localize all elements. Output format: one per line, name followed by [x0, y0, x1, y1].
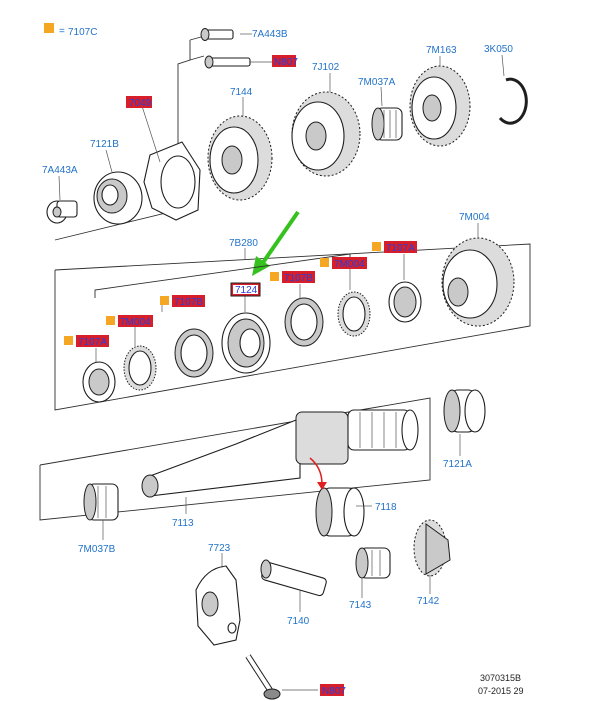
bolt-n807-upper [204, 55, 251, 69]
footer-date: 07-2015 29 [478, 686, 524, 696]
legend-marker-7107b-left [160, 296, 169, 305]
legend-marker-7m004-middle [320, 258, 329, 267]
gear-7j102 [291, 91, 361, 177]
label-7113: 7113 [172, 518, 194, 529]
legend-marker-7107a-left [64, 336, 73, 345]
needle-bearing-7m037a [371, 107, 403, 141]
label-7142: 7142 [417, 596, 440, 607]
legend-square [44, 23, 54, 33]
gear-7142 [413, 519, 451, 577]
red-arrow-head [317, 482, 327, 490]
label-7a443b: 7A443B [252, 29, 288, 40]
label-7m004-large: 7M004 [459, 212, 490, 223]
label-7124: 7124 [235, 285, 258, 296]
synchro-ring-7m004-left [123, 345, 157, 391]
highlight-7m004-middle [332, 257, 367, 269]
label-7m004-middle: 7M004 [334, 259, 365, 270]
label-7m163: 7M163 [426, 45, 457, 56]
bearing-7118 [315, 487, 365, 537]
synchronizer-hub-7124 [221, 312, 271, 374]
bolt-n807-lower [245, 654, 281, 700]
label-7143: 7143 [349, 600, 372, 611]
cone-7107b-left [174, 328, 214, 378]
label-7a443a: 7A443A [42, 165, 78, 176]
highlight-7107a-left [76, 335, 109, 347]
legend-marker-7107a-right [372, 242, 381, 251]
label-7049: 7049 [129, 98, 152, 109]
mainshaft-7113 [141, 409, 419, 498]
label-7107a-right: 7107A [386, 243, 415, 254]
label-7107a-left: 7107A [78, 337, 107, 348]
label-7121b: 7121B [90, 139, 119, 150]
label-7m004-left: 7M004 [120, 317, 151, 328]
middle-frame [54, 243, 531, 411]
leader-7049 [141, 105, 161, 163]
needle-bearing-7m037b [83, 483, 119, 521]
highlight-7107b-right [282, 271, 315, 283]
snap-ring-3k050 [498, 77, 528, 125]
leader-7m037a [380, 86, 383, 107]
label-7723: 7723 [208, 543, 231, 554]
retainer-plate-7049 [143, 141, 201, 221]
bolt-7a443b-upper [200, 28, 234, 41]
legend-label: 7107C [68, 27, 97, 38]
legend-marker-7m004-left [106, 316, 115, 325]
leader-3k050 [501, 54, 505, 77]
bearing-7121b [93, 171, 143, 225]
green-arrow-head [252, 256, 270, 276]
label-7144: 7144 [230, 87, 253, 98]
label-7107b-right: 7107B [284, 273, 313, 284]
label-7m037b: 7M037B [78, 544, 116, 555]
highlight-n807-upper [272, 55, 296, 67]
legend-equals: = [59, 26, 65, 37]
blocker-ring-7107a-left [82, 361, 116, 403]
leader-7a443a [58, 175, 61, 201]
housing-7723 [195, 565, 241, 646]
synchro-ring-7m004-middle [337, 291, 371, 337]
leader-7121b [105, 149, 113, 173]
shaft-7140 [260, 559, 327, 597]
label-n807-upper: N807 [274, 57, 298, 68]
label-7118: 7118 [375, 502, 397, 513]
highlight-7107a-right [384, 241, 417, 253]
gear-7144 [207, 115, 273, 201]
highlight-7107b-left [172, 295, 205, 307]
legend-marker-7107b-right [270, 272, 279, 281]
highlight-n807-lower [320, 684, 344, 696]
highlight-7m004-left [118, 315, 153, 327]
label-7107b-left: 7107B [174, 297, 203, 308]
bearing-7121a [443, 389, 486, 433]
gear-7m163 [409, 65, 471, 147]
blocker-ring-7107a-right [388, 281, 422, 323]
footer-code: 3070315B [480, 673, 521, 683]
label-n807-lower: N807 [322, 686, 346, 697]
bolt-7a443a [46, 200, 78, 224]
label-3k050: 3K050 [484, 44, 513, 55]
label-7121a: 7121A [443, 459, 472, 470]
needle-bearing-7143 [355, 547, 391, 579]
label-7m037a: 7M037A [358, 77, 396, 88]
label-7b280: 7B280 [229, 238, 258, 249]
gear-7m004-large [441, 237, 515, 327]
highlight-7124-inner [233, 285, 258, 294]
upper-frame-mid [189, 55, 205, 61]
red-direction-arrow [309, 457, 323, 485]
label-7140: 7140 [287, 616, 310, 627]
cone-7107b-right [284, 297, 324, 347]
highlight-7049 [126, 96, 152, 108]
upper-frame [54, 40, 191, 241]
green-indicator-arrow [260, 210, 300, 266]
label-7j102: 7J102 [312, 62, 340, 73]
